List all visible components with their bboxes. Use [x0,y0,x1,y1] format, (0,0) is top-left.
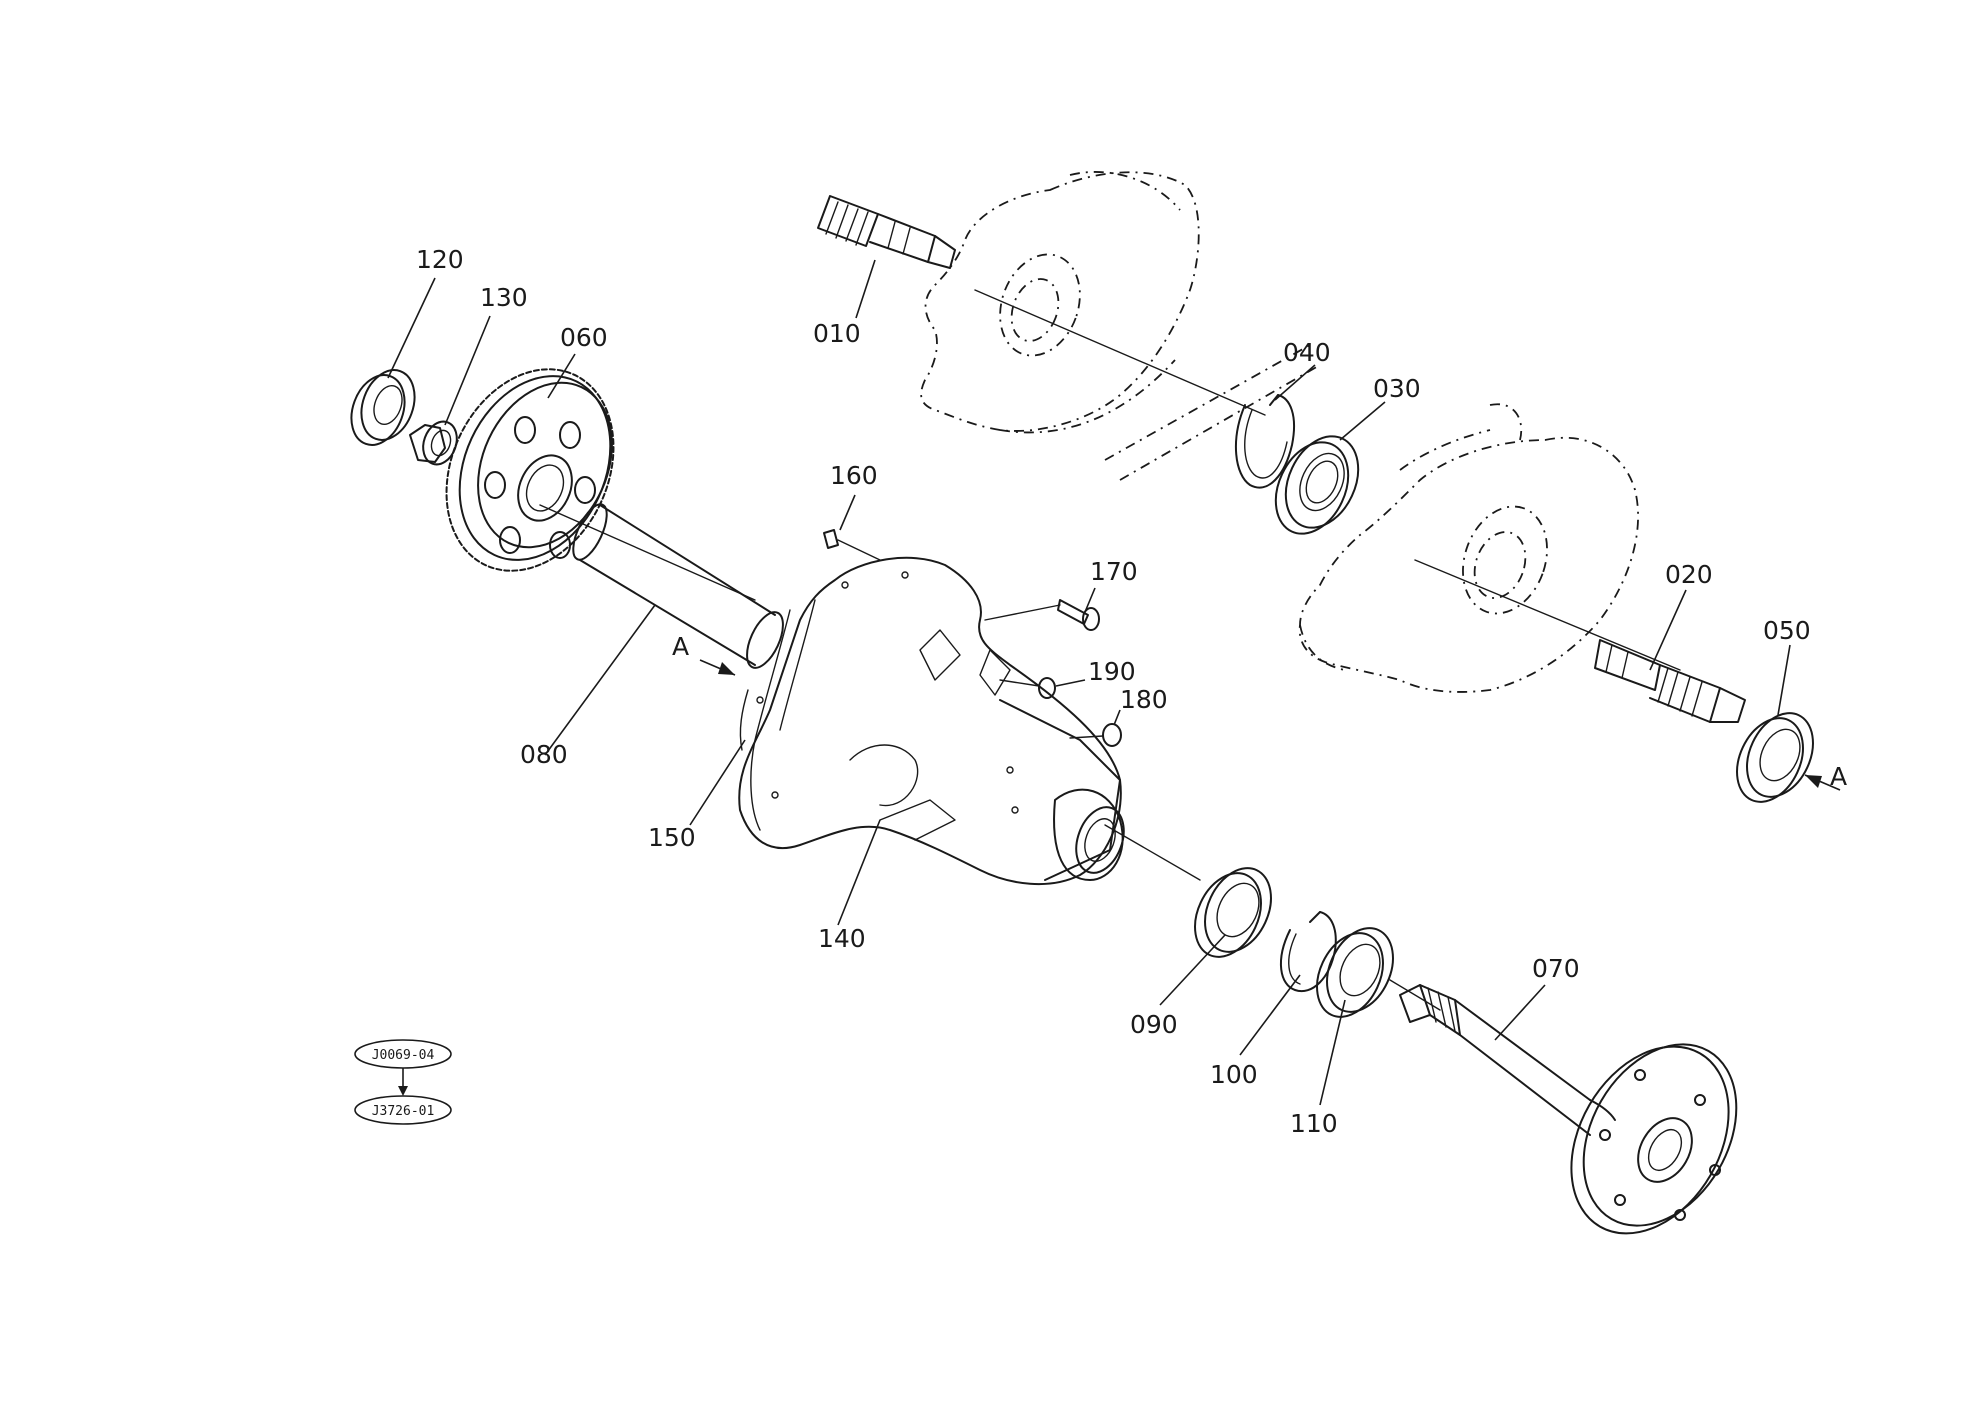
part-130-nut [409,420,458,466]
part-050-bearing [1736,712,1814,803]
part-120-bearing [350,369,416,446]
part-160-pin [823,529,881,561]
part-180-plug [1069,723,1122,747]
callout-120: 120 [416,245,464,274]
callout-labels: 010 020 030 040 050 060 070 080 090 100 … [416,245,1847,1138]
callout-130: 130 [480,283,528,312]
part-030-bearing [1274,435,1360,535]
callout-040: 040 [1283,338,1331,367]
lower-housing-cover [1298,403,1639,693]
part-140-transmission-case [738,556,1125,885]
callout-170: 170 [1090,557,1138,586]
callout-030: 030 [1373,374,1421,403]
leader-lines [387,259,1791,1106]
section-arrows [699,659,1841,791]
callout-060: 060 [560,323,608,352]
part-010-input-shaft [817,195,956,269]
part-040-snap-ring [1234,394,1296,489]
callout-070: 070 [1532,954,1580,983]
section-mark-left: A [672,632,689,661]
part-020-output-shaft [1594,639,1746,723]
callout-080: 080 [520,740,568,769]
part-070-axle [1399,984,1738,1235]
callout-160: 160 [830,461,878,490]
part-170-bolt [984,599,1100,631]
callout-020: 020 [1665,560,1713,589]
callout-050: 050 [1763,616,1811,645]
callout-140: 140 [818,924,866,953]
part-080-sleeve [572,503,784,669]
reference-badges: J0069-04 J3726-01 [354,1039,452,1125]
part-110-bearing [1316,927,1394,1018]
callout-110: 110 [1290,1109,1338,1138]
callout-100: 100 [1210,1060,1258,1089]
reference-bottom: J3726-01 [372,1104,435,1119]
part-090-bearing [1194,867,1272,958]
center-lines [539,289,1681,1011]
reference-top: J0069-04 [372,1048,435,1063]
callout-190: 190 [1088,657,1136,686]
part-060-gear [445,368,615,572]
part-190-plug [999,677,1056,699]
callout-150: 150 [648,823,696,852]
upper-housing-cover [920,171,1200,434]
callout-090: 090 [1130,1010,1178,1039]
section-mark-right: A [1830,762,1847,791]
callout-180: 180 [1120,685,1168,714]
reference-badge-bottom [354,1095,452,1125]
callout-010: 010 [813,319,861,348]
break-lines [1104,344,1321,481]
